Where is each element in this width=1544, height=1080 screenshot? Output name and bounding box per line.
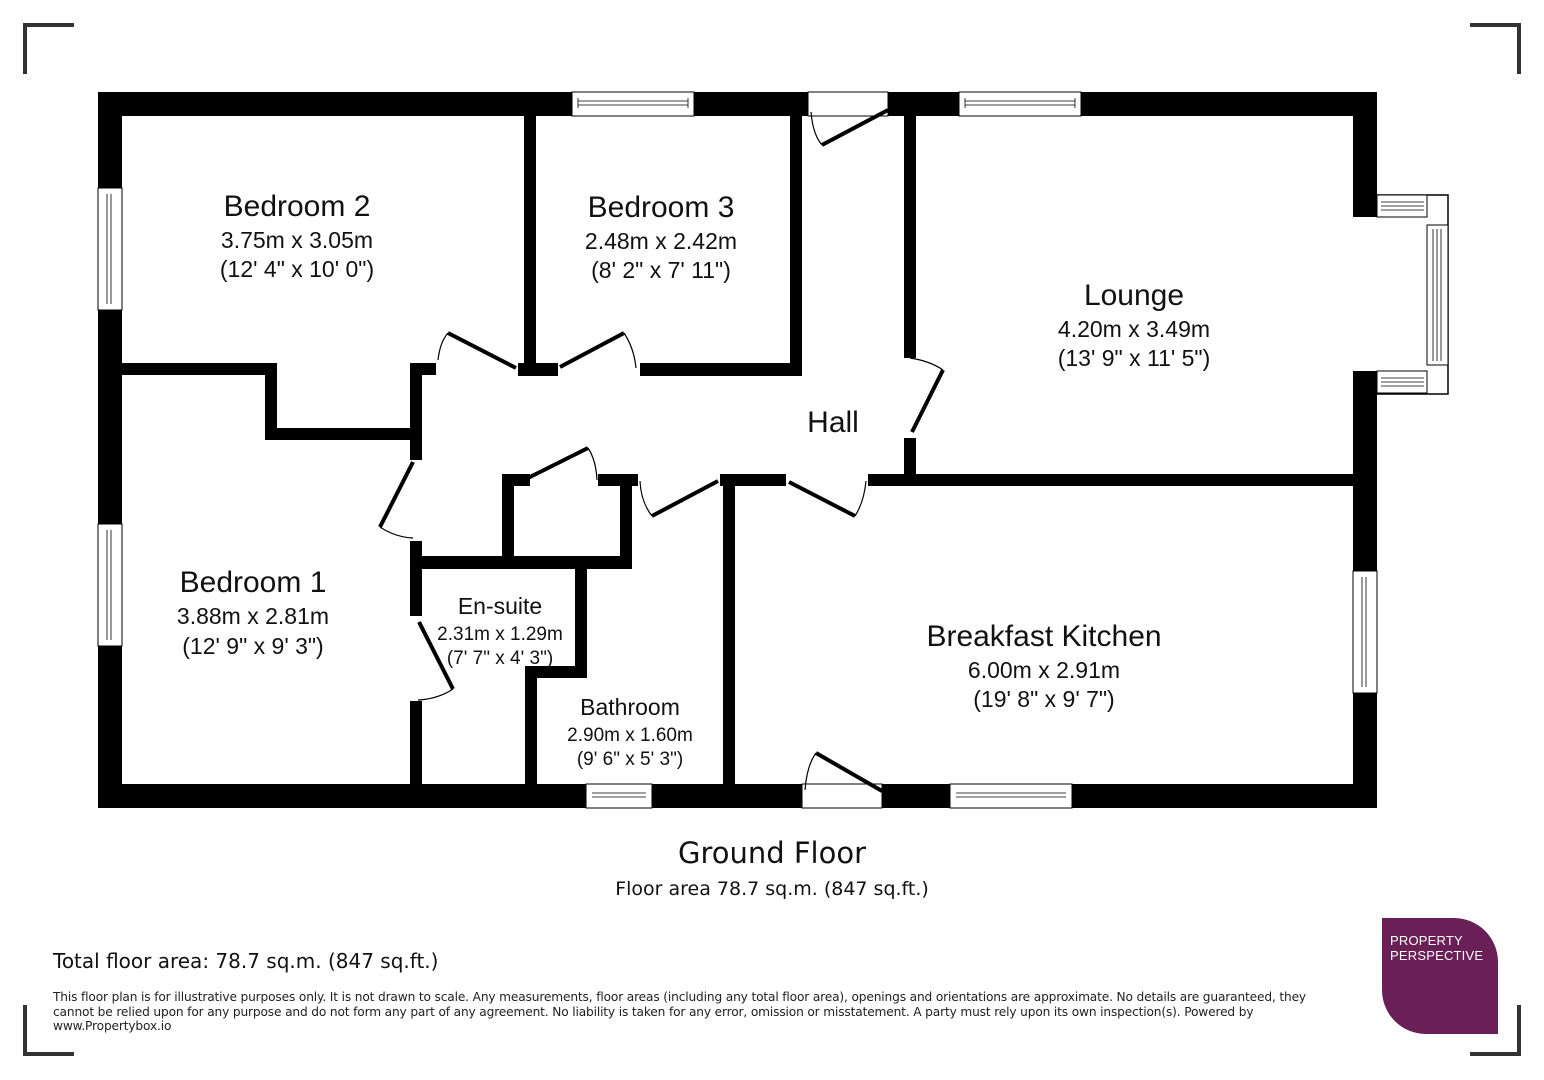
total-floor-area: Total floor area: 78.7 sq.m. (847 sq.ft.… bbox=[53, 949, 439, 973]
room-metric: 2.31m x 1.29m bbox=[437, 624, 563, 645]
room-en-suite: En-suite 2.31m x 1.29m (7' 7" x 4' 3") bbox=[437, 593, 563, 669]
window-bedroom-3 bbox=[571, 91, 695, 117]
window-lounge-top bbox=[958, 91, 1082, 117]
internal-walls bbox=[118, 112, 1357, 788]
floor-area: Floor area 78.7 sq.m. (847 sq.ft.) bbox=[615, 878, 929, 900]
window-lounge-bay bbox=[1376, 194, 1449, 395]
room-imperial: (12' 9" x 9' 3") bbox=[182, 633, 323, 659]
room-name: Bedroom 3 bbox=[588, 191, 735, 224]
room-imperial: (12' 4" x 10' 0") bbox=[220, 256, 374, 282]
door-kitchen-hall bbox=[788, 480, 867, 518]
room-hall: Hall bbox=[807, 406, 859, 439]
room-labels: Bedroom 2 3.75m x 3.05m (12' 4" x 10' 0"… bbox=[177, 190, 1210, 770]
room-metric: 4.20m x 3.49m bbox=[1058, 316, 1210, 342]
room-imperial: (7' 7" x 4' 3") bbox=[447, 648, 553, 669]
door-kitchen-back bbox=[801, 751, 883, 809]
door-lounge bbox=[909, 357, 945, 433]
windows bbox=[97, 91, 1449, 809]
window-bedroom-1 bbox=[97, 523, 123, 647]
crop-marks bbox=[23, 23, 1521, 1056]
door-bedroom-2 bbox=[437, 331, 517, 370]
room-metric: 6.00m x 2.91m bbox=[968, 657, 1120, 683]
room-name: Hall bbox=[807, 406, 859, 439]
room-bathroom: Bathroom 2.90m x 1.60m (9' 6" x 5' 3") bbox=[567, 694, 693, 770]
room-imperial: (9' 6" x 5' 3") bbox=[577, 749, 683, 770]
door-bedroom-1 bbox=[378, 461, 415, 539]
room-name: Bedroom 2 bbox=[224, 190, 371, 223]
room-metric: 2.48m x 2.42m bbox=[585, 228, 737, 254]
door-bedroom-3 bbox=[559, 331, 637, 369]
logo-line-1: PROPERTY bbox=[1390, 933, 1463, 948]
room-name: Breakfast Kitchen bbox=[926, 620, 1161, 653]
room-lounge: Lounge 4.20m x 3.49m (13' 9" x 11' 5") bbox=[1058, 279, 1211, 371]
room-breakfast-kitchen: Breakfast Kitchen 6.00m x 2.91m (19' 8" … bbox=[926, 620, 1161, 712]
door-en-suite bbox=[417, 621, 455, 701]
room-metric: 2.90m x 1.60m bbox=[567, 725, 693, 746]
room-metric: 3.75m x 3.05m bbox=[221, 227, 373, 253]
room-name: Bedroom 1 bbox=[180, 566, 327, 599]
door-front-entrance bbox=[807, 91, 889, 147]
room-bedroom-3: Bedroom 3 2.48m x 2.42m (8' 2" x 7' 11") bbox=[585, 191, 737, 283]
room-bedroom-2: Bedroom 2 3.75m x 3.05m (12' 4" x 10' 0"… bbox=[220, 190, 374, 282]
doors bbox=[378, 91, 945, 809]
window-kitchen-bottom bbox=[949, 783, 1073, 809]
door-bathroom bbox=[639, 479, 719, 518]
room-imperial: (19' 8" x 9' 7") bbox=[973, 686, 1114, 712]
window-bathroom bbox=[585, 783, 653, 809]
room-bedroom-1: Bedroom 1 3.88m x 2.81m (12' 9" x 9' 3") bbox=[177, 566, 329, 659]
room-imperial: (8' 2" x 7' 11") bbox=[591, 257, 731, 283]
room-name: Bathroom bbox=[580, 694, 680, 720]
room-name: En-suite bbox=[458, 593, 542, 619]
property-perspective-logo: PROPERTY PERSPECTIVE bbox=[1382, 918, 1498, 1034]
window-bedroom-2 bbox=[97, 187, 123, 311]
room-name: Lounge bbox=[1084, 279, 1184, 312]
room-imperial: (13' 9" x 11' 5") bbox=[1058, 345, 1211, 371]
disclaimer-text: This floor plan is for illustrative purp… bbox=[53, 990, 1306, 1033]
door-cupboard bbox=[527, 446, 598, 481]
room-metric: 3.88m x 2.81m bbox=[177, 603, 329, 629]
floor-title: Ground Floor bbox=[677, 836, 867, 870]
logo-line-2: PERSPECTIVE bbox=[1390, 948, 1484, 963]
window-kitchen-right bbox=[1352, 570, 1378, 694]
